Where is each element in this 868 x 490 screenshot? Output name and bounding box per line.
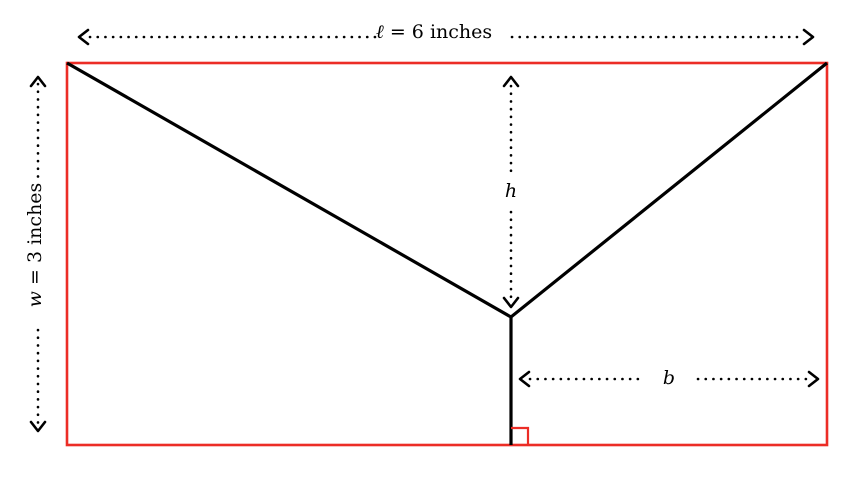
length-label: ℓ = 6 inches [0,23,868,42]
width-label-unit: inches [24,182,46,245]
length-label-variable: ℓ [375,21,384,43]
paper-rectangle [65,61,829,447]
height-dimension-arrow [502,75,520,309]
base-label: b [645,369,693,388]
base-dimension-arrow [518,370,820,388]
length-label-value: 6 [411,21,424,43]
v-fold-lines [66,61,829,319]
right-angle-marker [511,426,530,445]
length-label-operator: = [389,21,406,43]
base-label-variable: b [662,367,676,389]
width-arrowhead-top-icon [29,75,47,88]
width-dimension-arrow [29,75,47,433]
base-arrowhead-left-icon [518,370,531,388]
width-arrowhead-bottom-icon [29,420,47,433]
height-label: h [487,182,535,201]
length-arrowhead-left-icon [77,28,90,46]
width-label-variable: w [24,291,46,308]
width-label: w = 3 inches [24,0,52,490]
base-arrowhead-right-icon [807,370,820,388]
length-arrowhead-right-icon [802,28,815,46]
width-label-operator: = [24,269,46,285]
width-label-value: 3 [24,250,46,264]
height-arrowhead-bottom-icon [502,296,520,309]
length-dimension-arrow [77,28,815,46]
length-label-unit: inches [429,21,493,43]
height-arrowhead-top-icon [502,75,520,88]
height-label-variable: h [504,180,518,202]
